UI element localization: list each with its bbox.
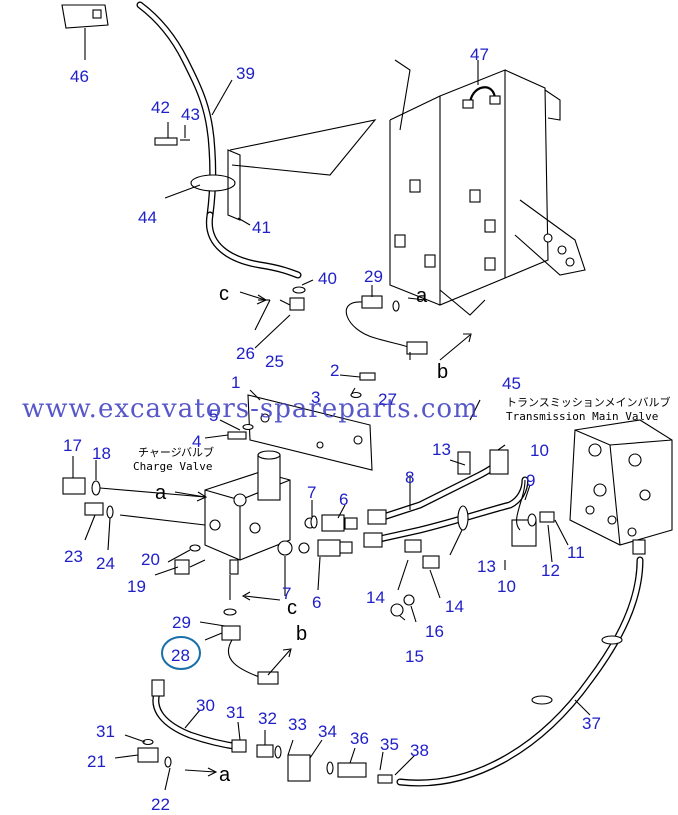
- label-29-top[interactable]: 29: [364, 267, 383, 286]
- label-45[interactable]: 45: [502, 374, 521, 393]
- leader-lines: [72, 28, 591, 791]
- label-8[interactable]: 8: [405, 468, 414, 487]
- letter-a-top: a: [416, 285, 428, 307]
- charge-valve-en: Charge Valve: [133, 460, 212, 473]
- letter-b-top: b: [437, 361, 448, 383]
- transmission-valve-en: Transmission Main Valve: [506, 410, 658, 423]
- label-39[interactable]: 39: [236, 64, 255, 83]
- label-10-top[interactable]: 10: [530, 441, 549, 460]
- label-21[interactable]: 21: [87, 752, 106, 771]
- transmission-valve-jp: トランスミッションメインバルブ: [506, 395, 670, 409]
- left-fittings: [62, 477, 231, 600]
- label-6-bottom[interactable]: 6: [312, 593, 321, 612]
- label-24[interactable]: 24: [96, 554, 115, 573]
- label-16[interactable]: 16: [425, 622, 444, 641]
- label-2[interactable]: 2: [330, 361, 339, 380]
- label-1[interactable]: 1: [231, 373, 240, 392]
- label-28[interactable]: 28: [171, 646, 190, 665]
- label-22[interactable]: 22: [151, 795, 170, 814]
- main-hoses: [310, 449, 555, 617]
- label-9[interactable]: 9: [526, 471, 535, 490]
- watermark: www.excavators-spareparts.com: [22, 394, 479, 424]
- label-27[interactable]: 27: [378, 390, 397, 409]
- part-labels: 46 39 47 42 43 44 41 40 29 26 25 2 1 3 2…: [63, 45, 601, 814]
- frame-bracket: [389, 59, 586, 316]
- label-19[interactable]: 19: [127, 577, 146, 596]
- label-31-right[interactable]: 31: [226, 703, 245, 722]
- hose-39-assembly: [61, 1, 377, 311]
- label-46[interactable]: 46: [70, 67, 89, 86]
- label-37[interactable]: 37: [582, 714, 601, 733]
- transmission-main-valve: [569, 419, 673, 546]
- letter-a-left: a: [155, 482, 167, 504]
- label-10-bottom[interactable]: 10: [497, 577, 516, 596]
- label-12[interactable]: 12: [541, 561, 560, 580]
- label-17[interactable]: 17: [63, 436, 82, 455]
- label-29-bottom[interactable]: 29: [172, 613, 191, 632]
- label-14-left[interactable]: 14: [366, 588, 385, 607]
- label-11[interactable]: 11: [567, 543, 585, 562]
- label-25[interactable]: 25: [265, 352, 284, 371]
- label-47[interactable]: 47: [470, 45, 489, 64]
- label-13-bottom[interactable]: 13: [477, 557, 496, 576]
- hose-30-assembly: [137, 539, 646, 787]
- label-34[interactable]: 34: [318, 722, 337, 741]
- label-18[interactable]: 18: [92, 444, 111, 463]
- label-35[interactable]: 35: [380, 735, 399, 754]
- label-41[interactable]: 41: [252, 218, 271, 237]
- highlight-circle: [161, 636, 201, 670]
- label-44[interactable]: 44: [138, 208, 157, 227]
- label-5[interactable]: 5: [209, 406, 218, 425]
- label-20[interactable]: 20: [141, 550, 160, 569]
- letter-labels: c a b a c b a: [155, 283, 448, 786]
- label-43[interactable]: 43: [181, 105, 200, 124]
- label-23[interactable]: 23: [64, 547, 83, 566]
- label-33[interactable]: 33: [288, 715, 307, 734]
- label-7-bottom[interactable]: 7: [282, 584, 291, 603]
- letter-a-bottom: a: [219, 764, 231, 786]
- label-40[interactable]: 40: [318, 269, 337, 288]
- charge-valve-jp: チャージバルブ: [138, 445, 214, 459]
- label-36[interactable]: 36: [350, 729, 369, 748]
- label-3[interactable]: 3: [311, 388, 320, 407]
- label-14-right[interactable]: 14: [445, 597, 464, 616]
- label-30[interactable]: 30: [196, 696, 215, 715]
- letter-b-bottom: b: [296, 623, 307, 645]
- connection-markers: [174, 291, 472, 777]
- label-26[interactable]: 26: [236, 344, 255, 363]
- label-38[interactable]: 38: [410, 741, 429, 760]
- label-31-left[interactable]: 31: [96, 722, 115, 741]
- letter-c-top: c: [219, 283, 229, 305]
- label-13-top[interactable]: 13: [432, 440, 451, 459]
- label-7-top[interactable]: 7: [307, 483, 316, 502]
- label-32[interactable]: 32: [258, 709, 277, 728]
- label-6-top[interactable]: 6: [339, 490, 348, 509]
- letter-c-bottom: c: [287, 597, 297, 619]
- charge-valve-body: [204, 372, 376, 575]
- label-42[interactable]: 42: [151, 98, 170, 117]
- label-4[interactable]: 4: [192, 432, 201, 451]
- label-15[interactable]: 15: [405, 647, 424, 666]
